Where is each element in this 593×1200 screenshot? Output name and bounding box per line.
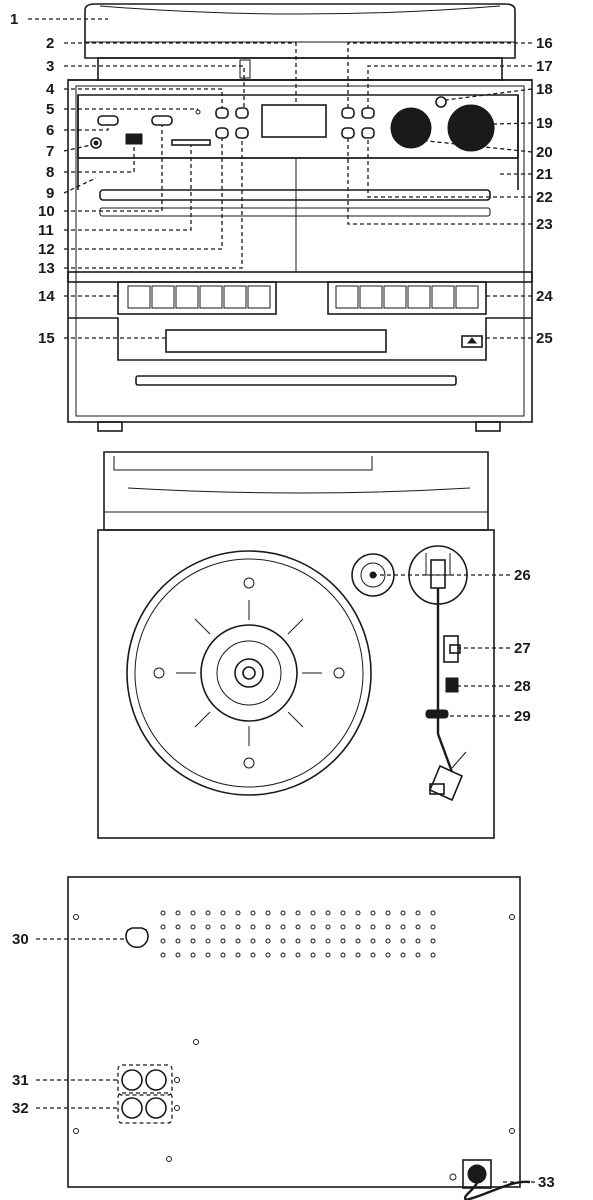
callout-18: 18: [536, 81, 553, 98]
callout-21: 21: [536, 166, 553, 183]
callout-22: 22: [536, 189, 553, 206]
callout-11: 11: [38, 222, 54, 239]
callout-31: 31: [12, 1072, 29, 1089]
callout-30: 30: [12, 931, 29, 948]
callout-1: 1: [10, 11, 18, 28]
rear-view: [67, 876, 531, 1200]
front-view: [67, 3, 533, 432]
callout-28: 28: [514, 678, 531, 695]
callout-6: 6: [46, 122, 54, 139]
callout-16: 16: [536, 35, 553, 52]
callout-13: 13: [38, 260, 55, 277]
callout-7: 7: [46, 143, 54, 160]
callout-3: 3: [46, 58, 54, 75]
leader-lines: [28, 18, 535, 1183]
callout-4: 4: [46, 81, 55, 98]
callout-26: 26: [514, 567, 531, 584]
top-view: [97, 451, 495, 839]
callout-10: 10: [38, 203, 55, 220]
callout-17: 17: [536, 58, 553, 75]
callout-labels: 1 2 3 4 5 6 7 8 9 10 11 12 13 14 15 16 1…: [10, 11, 555, 1191]
callout-32: 32: [12, 1100, 29, 1117]
callout-9: 9: [46, 185, 54, 202]
callout-19: 19: [536, 115, 553, 132]
callout-24: 24: [536, 288, 553, 305]
callout-14: 14: [38, 288, 55, 305]
callout-2: 2: [46, 35, 54, 52]
callout-29: 29: [514, 708, 531, 725]
callout-25: 25: [536, 330, 553, 347]
callout-15: 15: [38, 330, 55, 347]
callout-5: 5: [46, 101, 54, 118]
callout-27: 27: [514, 640, 531, 657]
callout-8: 8: [46, 164, 54, 181]
callout-12: 12: [38, 241, 55, 258]
callout-20: 20: [536, 144, 553, 161]
callout-23: 23: [536, 216, 553, 233]
callout-33: 33: [538, 1174, 555, 1191]
